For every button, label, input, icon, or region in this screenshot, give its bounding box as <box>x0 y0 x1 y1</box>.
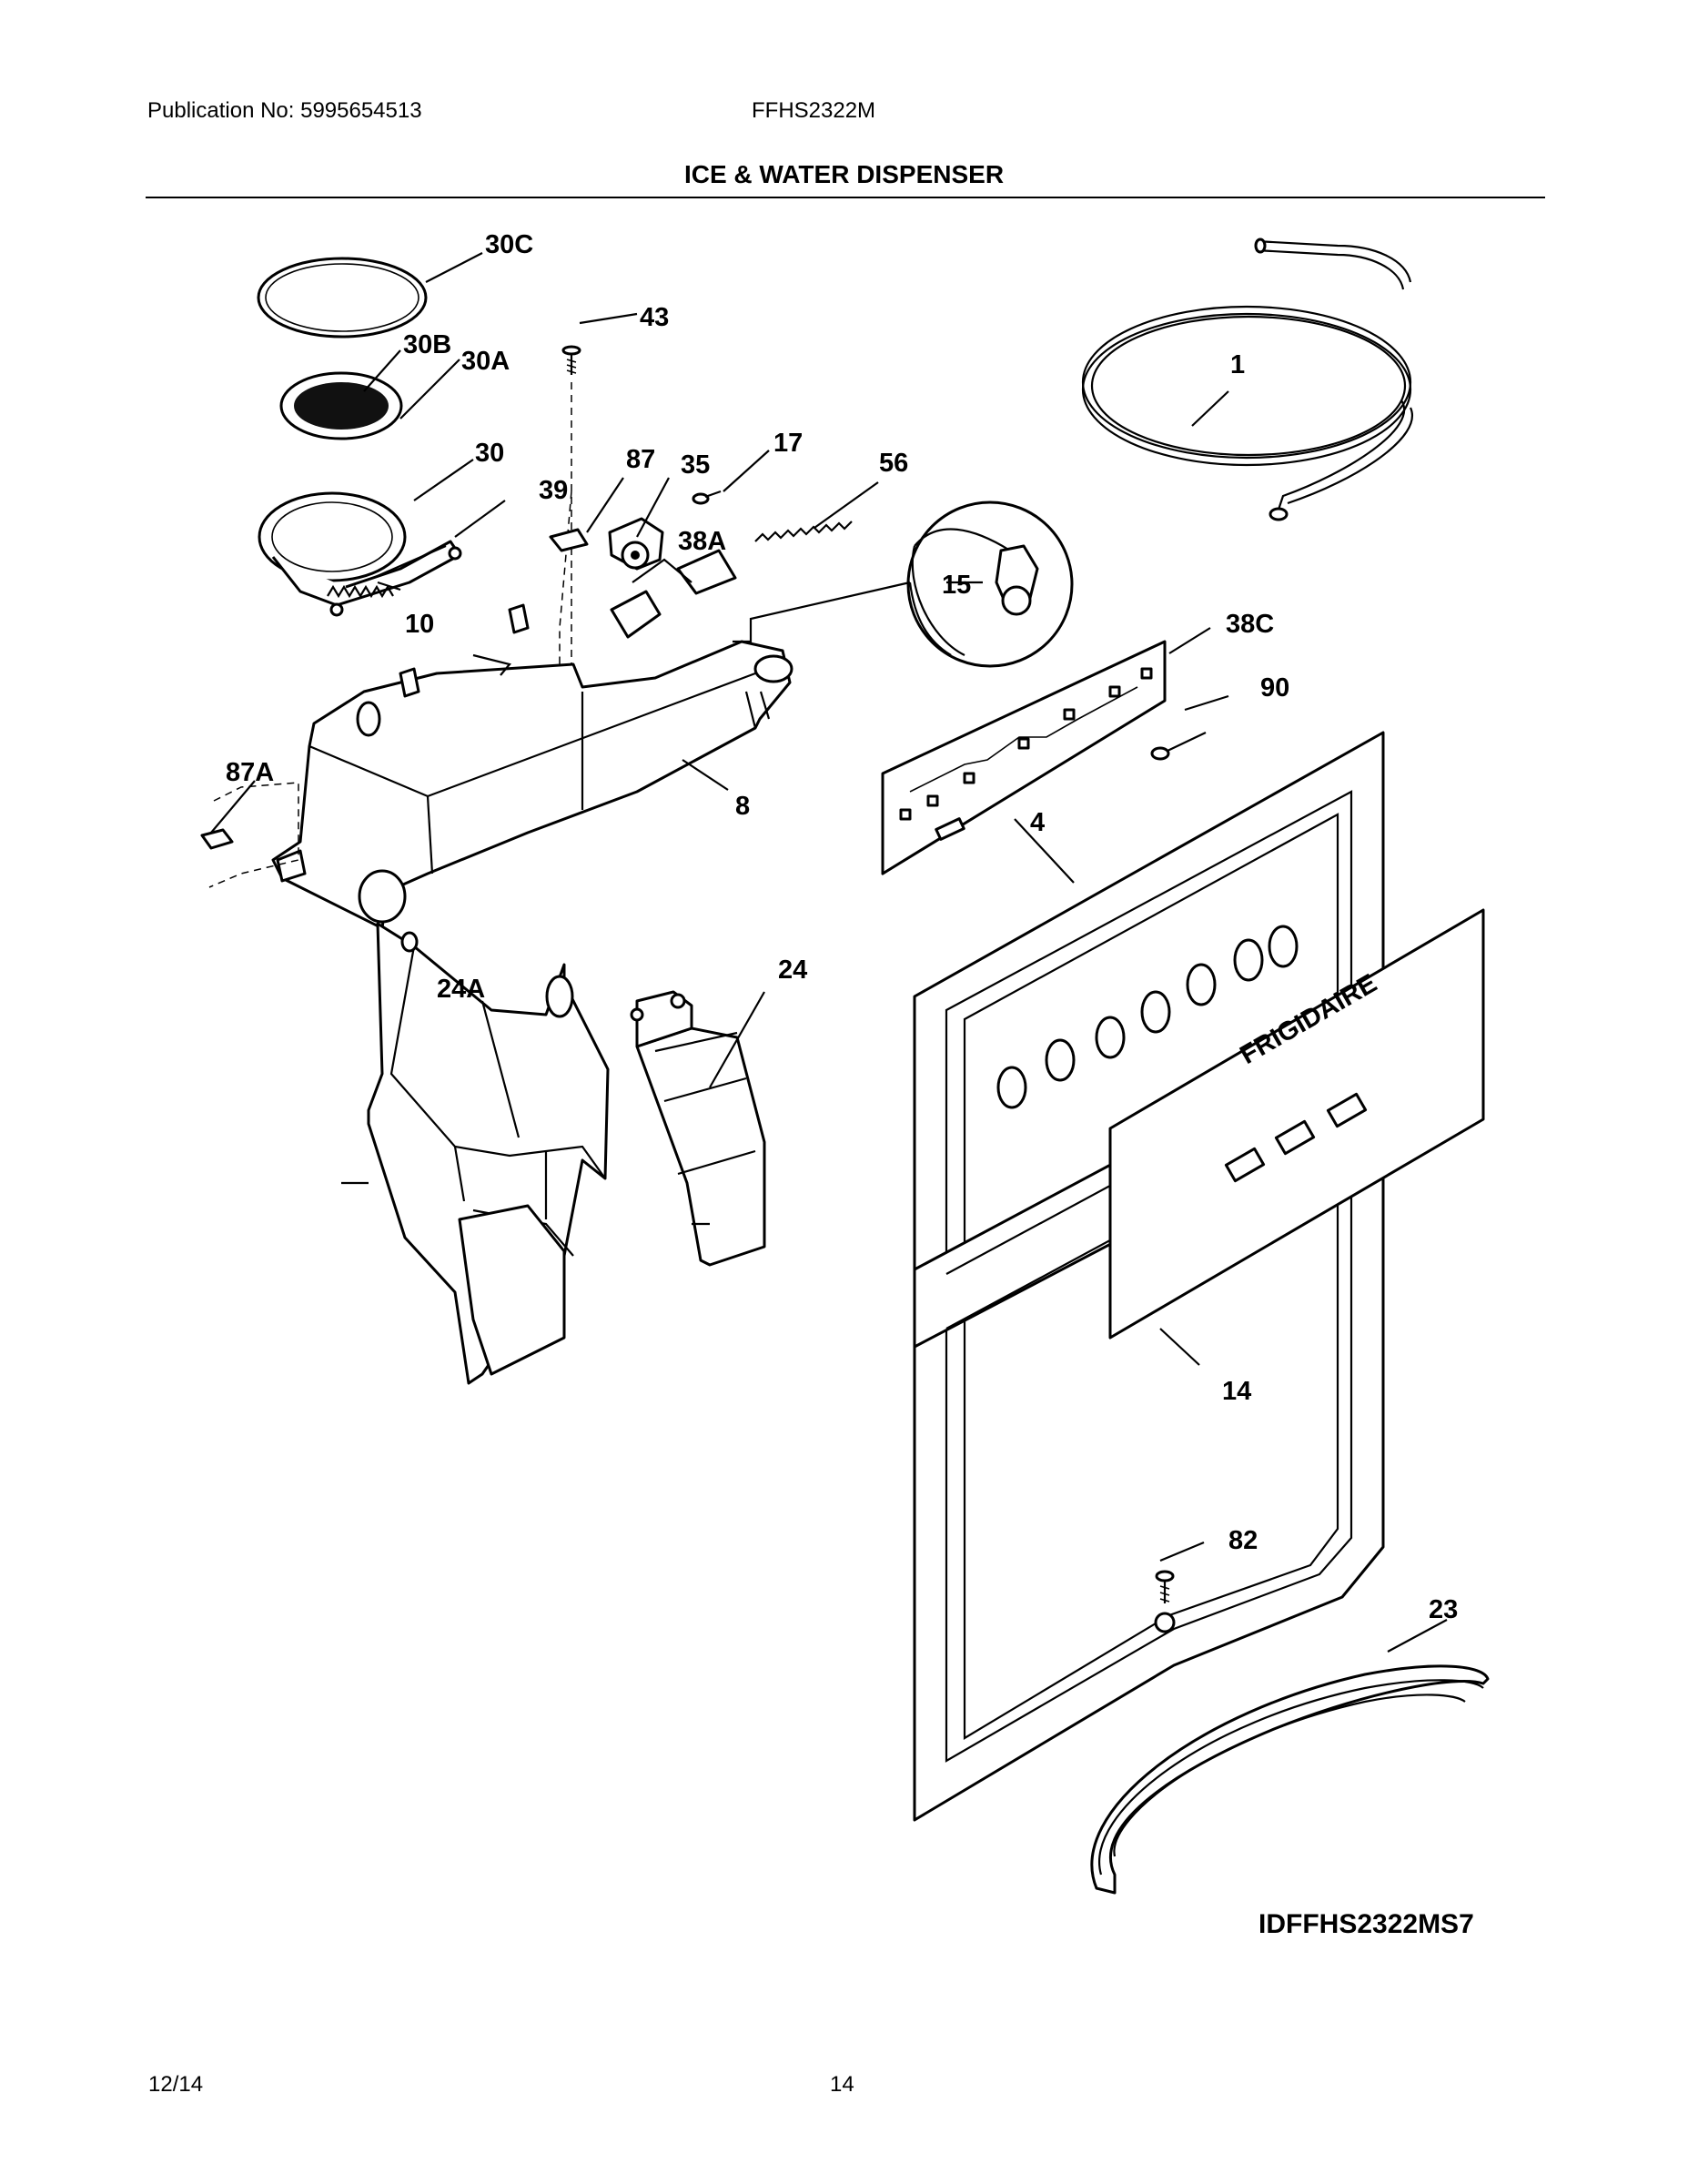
part-38c-control-board <box>881 640 1167 875</box>
part-23-drip-tray <box>1090 1664 1490 1895</box>
diagram-code: IDFFHS2322MS7 <box>1258 1909 1474 1939</box>
part-15-led-inset <box>906 500 1074 668</box>
callout-4: 4 <box>1030 808 1045 837</box>
part-87-bracket <box>549 528 589 552</box>
part-1-water-tube <box>1081 238 1413 521</box>
callout-35: 35 <box>681 450 710 480</box>
callout-82: 82 <box>1228 1526 1258 1555</box>
callout-17: 17 <box>773 429 803 458</box>
part-56-spring <box>754 521 853 542</box>
page-title: ICE & WATER DISPENSER <box>683 160 1005 188</box>
part-90-screw <box>1150 732 1207 761</box>
callout-87: 87 <box>626 445 655 474</box>
callout-24a: 24A <box>437 975 485 1004</box>
callout-23: 23 <box>1429 1595 1458 1624</box>
callout-90: 90 <box>1260 673 1289 703</box>
part-17-screw <box>692 490 722 505</box>
callout-10: 10 <box>405 610 434 639</box>
title-rule <box>146 197 1545 198</box>
part-30c-gasket-ring <box>257 257 428 339</box>
callout-labels: 30C 43 30B 30A 1 30 87 35 17 56 39 38A 1… <box>226 230 1458 1624</box>
part-87a-bracket <box>200 782 299 888</box>
model-number: FFHS2322M <box>752 98 876 123</box>
callout-39: 39 <box>539 476 568 505</box>
part-30a-filter <box>279 371 403 440</box>
part-38a-switches <box>610 549 737 639</box>
callout-38c: 38C <box>1226 610 1274 639</box>
part-24a-ice-chute <box>341 922 610 1385</box>
footer-date: 12/14 <box>148 2072 204 2097</box>
callout-30c: 30C <box>485 230 533 259</box>
callout-30: 30 <box>475 439 504 468</box>
publication-number: Publication No: 5995654513 <box>147 98 422 123</box>
callout-87a: 87A <box>226 758 274 787</box>
part-24-door-flap <box>630 990 766 1267</box>
callout-15: 15 <box>942 571 971 600</box>
callout-24: 24 <box>778 956 807 985</box>
part-82-screw <box>1155 1570 1175 1603</box>
callout-14: 14 <box>1222 1377 1251 1406</box>
part-8-dispenser-housing <box>271 603 793 930</box>
callout-8: 8 <box>735 792 750 821</box>
callout-43: 43 <box>640 303 669 332</box>
callout-30b: 30B <box>403 330 451 359</box>
part-35-motor <box>608 517 664 571</box>
callout-1: 1 <box>1230 350 1245 379</box>
led-leader-bracket <box>733 581 911 643</box>
callout-30a: 30A <box>461 347 510 376</box>
part-30-chute-ring <box>258 491 462 617</box>
page-number: 14 <box>830 2072 854 2097</box>
callout-56: 56 <box>879 449 908 478</box>
part-43-screw <box>561 345 581 375</box>
callout-leader-lines <box>210 252 1448 1653</box>
callout-38a: 38A <box>678 527 726 556</box>
